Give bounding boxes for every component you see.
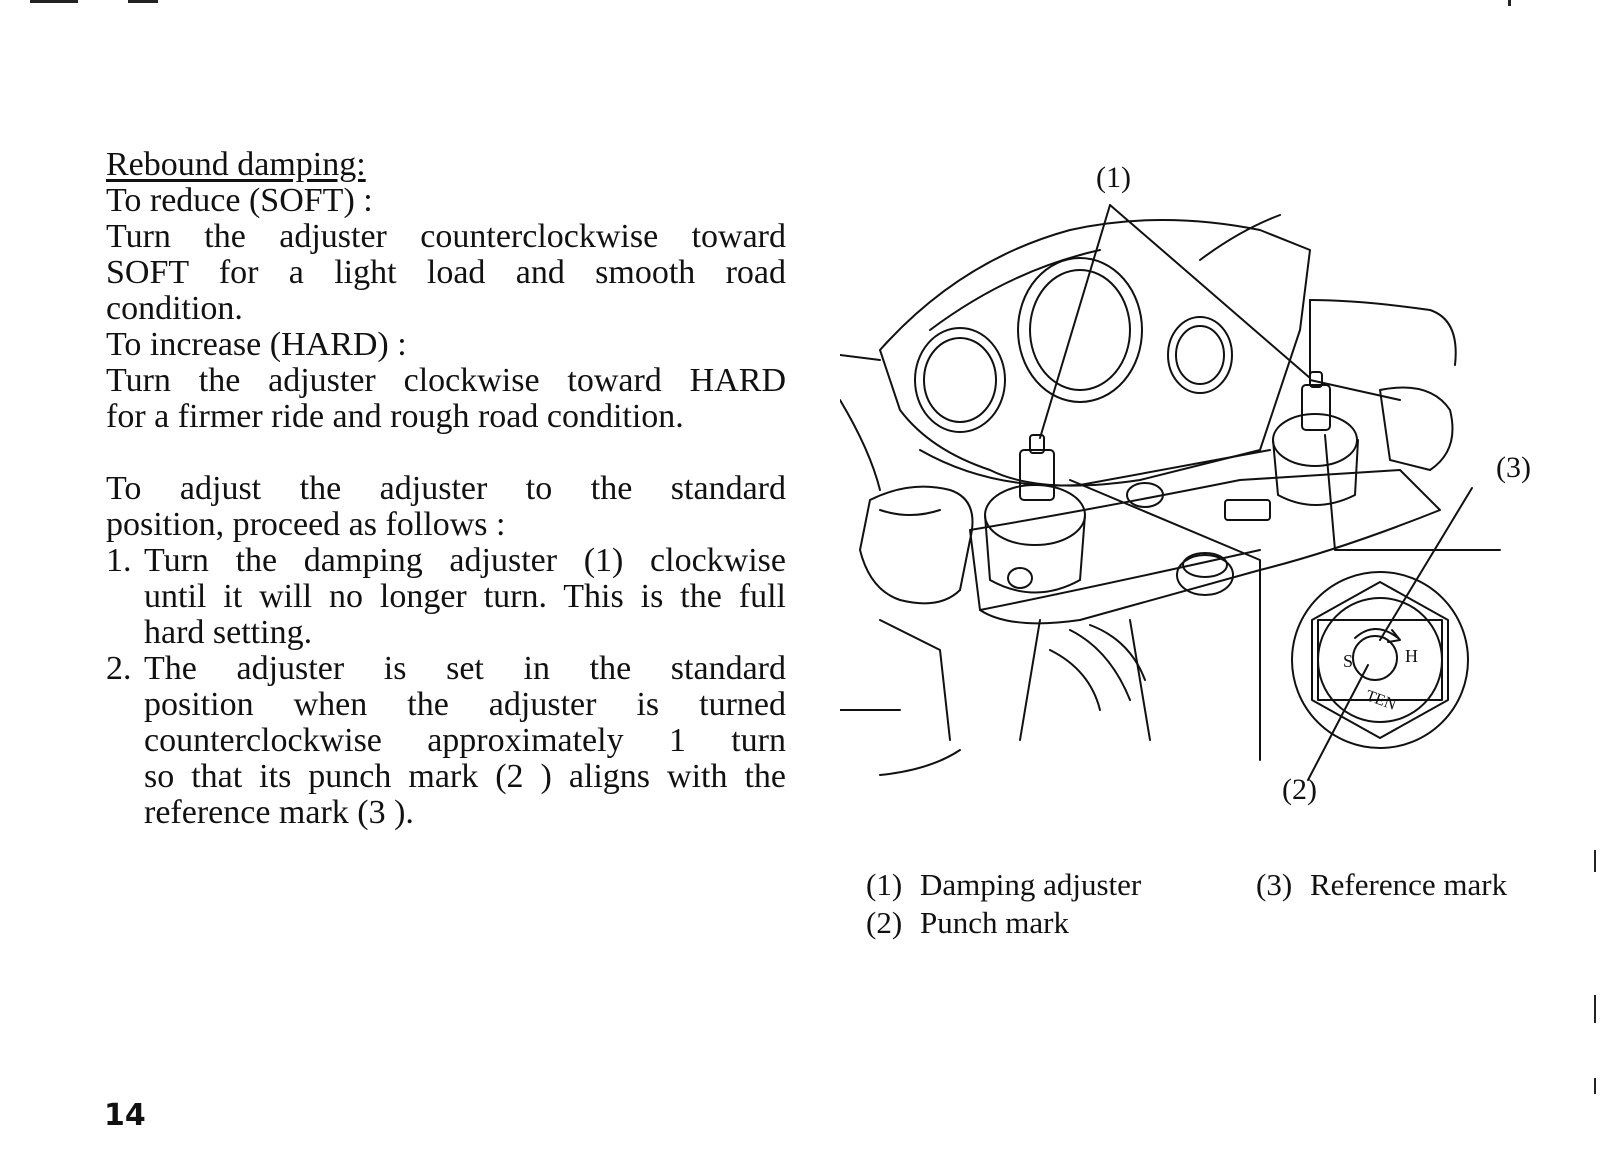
inset-dial-arrowhead — [1387, 629, 1401, 643]
triple-clamp-edge — [979, 549, 1261, 611]
left-fork-bolt — [1007, 567, 1033, 589]
clamp-window — [1224, 499, 1271, 521]
body-line — [1199, 214, 1281, 261]
legend-label: Punch mark — [920, 905, 1069, 940]
right-adjuster-nut — [1301, 384, 1331, 431]
top-edge-mark — [1508, 0, 1511, 6]
step-number: 1. — [106, 542, 132, 579]
step-text-line: hard setting. — [144, 614, 313, 651]
inset-frame-line — [1324, 434, 1501, 551]
fork-tube — [1019, 619, 1041, 741]
right-edge-mark — [1594, 1078, 1596, 1094]
cluster-inner-line — [929, 249, 1101, 331]
leader-line-3 — [1379, 487, 1473, 641]
gauge-right — [1167, 316, 1233, 394]
legend-number: (1) — [866, 867, 903, 902]
legend-number: (3) — [1256, 867, 1293, 902]
increase-text-line: for a firmer ride and rough road conditi… — [106, 398, 684, 435]
step-2: 2. The adjuster is set in the standard p… — [106, 651, 786, 831]
legend-number: (2) — [866, 905, 903, 940]
right-edge-mark — [1594, 850, 1596, 872]
step-body: Turn the damping adjuster (1) clockwise … — [144, 543, 786, 651]
right-adjuster-tip — [1309, 371, 1323, 388]
left-grip-fold — [879, 509, 941, 516]
leader-line-2 — [1307, 664, 1369, 781]
legend-item-3: (3) Reference mark — [1256, 866, 1507, 904]
triple-clamp — [969, 469, 1441, 625]
callout-1: (1) — [1096, 161, 1131, 194]
increase-title: To increase (HARD) : — [106, 326, 407, 363]
step-text-line: so that its punch mark (2 ) aligns with … — [144, 758, 786, 795]
step-1: 1. Turn the damping adjuster (1) clockwi… — [106, 543, 786, 651]
step-body: The adjuster is set in the standard posi… — [144, 651, 786, 831]
left-adjuster-nut — [1019, 449, 1055, 501]
legend-label: Damping adjuster — [920, 867, 1142, 902]
right-grip — [1379, 386, 1454, 471]
step-text-line: The adjuster is set in the standard — [144, 650, 786, 687]
body-line — [840, 399, 881, 491]
fork-tube — [1129, 619, 1151, 741]
steering-nut-top — [1182, 552, 1228, 578]
inset-dial-center — [1352, 635, 1398, 681]
legend-label: Reference mark — [1310, 867, 1508, 902]
legend-item-1: (1) Damping adjuster — [866, 866, 1141, 904]
top-edge-mark — [30, 0, 78, 3]
increase-text-line: Turn the adjuster clockwise toward HARD — [106, 362, 786, 399]
page-number: 14 — [104, 1098, 146, 1133]
dial-letter-h: H — [1405, 646, 1418, 666]
legend-item-2: (2) Punch mark — [866, 904, 1069, 942]
left-adjuster-tip — [1029, 434, 1045, 454]
paragraph-gap — [106, 435, 786, 471]
left-fork-body — [984, 514, 1086, 594]
reduce-text-line: condition. — [106, 290, 243, 327]
lower-line — [879, 749, 961, 776]
reduce-text-line: Turn the adjuster counterclockwise towar… — [106, 218, 786, 255]
illustration-drawing — [840, 204, 1501, 781]
gauge-right-inner — [1175, 325, 1225, 385]
left-fork-cap — [984, 484, 1086, 546]
inset-dial-outer — [1291, 571, 1469, 749]
left-grip — [859, 485, 974, 605]
gauge-left — [914, 327, 1006, 433]
cluster-lower-line — [919, 449, 1271, 487]
instructions-column: Rebound damping: To reduce (SOFT) : Turn… — [106, 147, 786, 831]
callout-3: (3) — [1496, 451, 1531, 484]
step-text-line: position when the adjuster is turned — [144, 686, 786, 723]
gauge-large-inner — [1029, 269, 1131, 391]
fork-spring — [1049, 624, 1146, 711]
gauge-left-inner — [923, 337, 997, 423]
right-fork-cap — [1272, 413, 1358, 467]
inset-dial-arrow — [1354, 628, 1399, 639]
leader-line-1b — [1109, 204, 1311, 379]
steering-nut — [1176, 554, 1234, 596]
inset-dial-band — [1317, 619, 1443, 701]
right-edge-mark — [1594, 995, 1596, 1023]
top-edge-mark — [128, 0, 158, 3]
lower-line — [879, 619, 951, 741]
gauge-large — [1017, 257, 1143, 403]
callout-2: (2) — [1282, 773, 1317, 806]
reduce-text-line: SOFT for a light load and smooth road — [106, 254, 786, 291]
inset-dial-hex — [1311, 581, 1449, 739]
standard-text-line: position, proceed as follows : — [106, 506, 506, 543]
standard-text-line: To adjust the adjuster to the standard — [106, 470, 786, 507]
adjuster-illustration: S H TEN (1) (3) (2) — [840, 150, 1560, 830]
body-line — [840, 354, 881, 361]
reduce-title: To reduce (SOFT) : — [106, 182, 373, 219]
step-text-line: reference mark (3 ). — [144, 794, 414, 831]
step-number: 2. — [106, 650, 132, 687]
step-text-line: until it will no longer turn. This is th… — [144, 578, 786, 615]
body-line — [1309, 299, 1457, 366]
right-fork-body — [1272, 439, 1359, 506]
section-heading: Rebound damping: — [106, 146, 366, 183]
dial-letter-s: S — [1343, 651, 1354, 671]
step-text-line: counterclockwise approximately 1 turn — [144, 722, 786, 759]
stem-bolt — [1126, 482, 1164, 508]
step-text-line: Turn the damping adjuster (1) clockwise — [144, 542, 786, 579]
leader-line-1a — [1039, 204, 1111, 439]
inset-frame-line — [1069, 479, 1261, 761]
